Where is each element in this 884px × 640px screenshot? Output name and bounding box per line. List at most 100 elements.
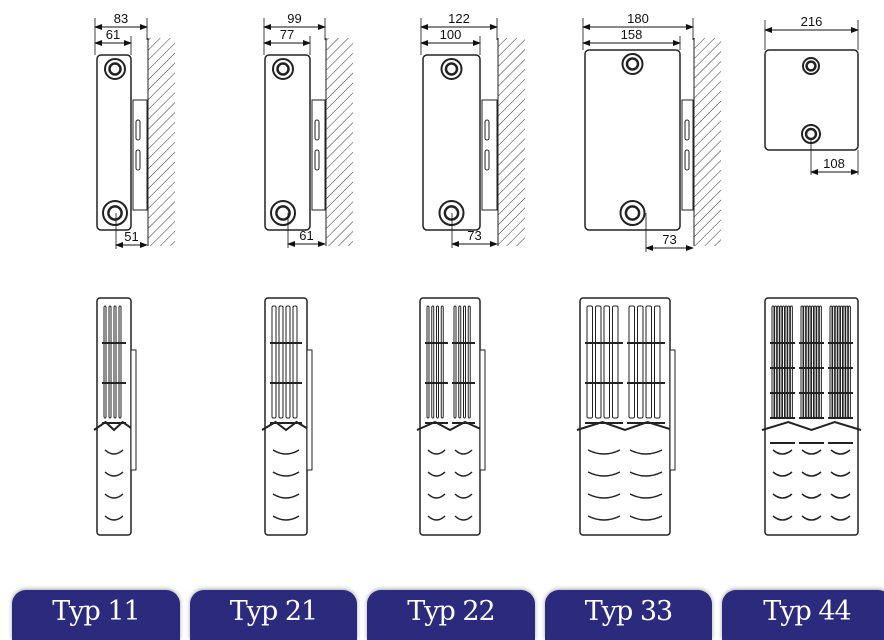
typ-33-section-convector	[587, 471, 621, 477]
typ-33-section-convector	[629, 449, 663, 455]
typ-22-section-fin	[463, 305, 466, 419]
typ-22-wall-hatch	[498, 38, 525, 246]
typ-22-width-body-label: 100	[440, 27, 462, 42]
typ-33-bracket-slot	[684, 149, 690, 171]
typ-22-section-convector	[427, 449, 446, 455]
typ-11-section-fin	[103, 305, 107, 419]
typ-11-connection-offset-label: 51	[124, 229, 138, 244]
typ-44-section-convector	[801, 449, 822, 455]
typ-44-section-convector	[830, 493, 851, 499]
typ-21-connection-offset-label: 61	[299, 228, 313, 243]
typ-22-section-fin	[426, 305, 430, 419]
typ-11-section-fin	[108, 305, 112, 419]
typ-22-bottom-connection-inner	[443, 205, 460, 221]
typ-11-section-bracket	[130, 349, 137, 471]
typ-33-bracket-slot	[684, 119, 690, 141]
typ-22-bracket-slot	[484, 119, 490, 141]
typ-21-section-convector	[272, 471, 300, 477]
typ-22-section-fin	[467, 305, 471, 419]
typ-33-section-fin	[586, 305, 593, 419]
typ-21-width-body-label: 77	[280, 27, 294, 42]
typ-21-section-convector	[272, 493, 300, 499]
typ-21-section-fin	[285, 305, 291, 419]
typ-11-bottom-connection	[102, 200, 128, 226]
typ-21-top-connection	[272, 58, 294, 80]
typ-11-width-total-label: 83	[114, 11, 128, 26]
typ-22-section-fin	[458, 305, 462, 419]
typ-21-bottom-connection-inner	[275, 205, 291, 221]
typ-11-section-convector	[104, 515, 124, 521]
typ-11-section-convector	[104, 449, 124, 455]
typ-44-section-convector	[772, 515, 793, 521]
typ-44-section-convector	[801, 515, 822, 521]
typ-11-wall-hatch	[148, 38, 175, 246]
typ-11-section-fin	[113, 305, 117, 419]
typ-33-section-fin	[595, 305, 602, 419]
typ-11-section-convector	[104, 471, 124, 477]
typ-44-top-connection	[802, 57, 820, 75]
typ-33-section-bracket	[669, 349, 676, 471]
typ-44-section-convector	[772, 449, 793, 455]
typ-22-bracket-slot	[484, 149, 490, 171]
typ-11-bracket-slot	[135, 119, 141, 141]
typ-22-section-convector	[454, 449, 473, 455]
typ-44-section-convector	[772, 471, 793, 477]
typ-11-top-connection	[104, 58, 126, 80]
typ-33-section-fin	[654, 305, 661, 419]
typ-44-section-break-line	[761, 420, 862, 432]
typ-44-top-connection-inner	[805, 60, 817, 72]
tab-typ-33[interactable]: Typ 33	[545, 590, 712, 640]
typ-44-section-convector	[801, 471, 822, 477]
typ-33-section-fin	[628, 305, 635, 419]
typ-22-section-convector	[427, 471, 446, 477]
typ-44-section-convector	[830, 449, 851, 455]
typ-11-section-fin	[118, 305, 122, 419]
typ-21-section-bracket	[306, 349, 313, 471]
typ-33-bracket	[681, 99, 694, 211]
typ-21-section-convector	[272, 449, 300, 455]
typ-22-top-connection-inner	[444, 62, 459, 76]
typ-33-section-fin	[645, 305, 652, 419]
typ-33-section-convector	[629, 471, 663, 477]
typ-33-bottom-connection-inner	[624, 205, 641, 221]
typ-11-width-body-label: 61	[106, 27, 120, 42]
tab-typ-44[interactable]: Typ 44	[722, 590, 884, 640]
typ-33-top-connection-inner	[625, 57, 640, 71]
typ-22-section-convector	[427, 493, 446, 499]
typ-44-section-convector	[801, 493, 822, 499]
typ-22-section-fin	[440, 305, 444, 419]
typ-44-bottom-connection-inner	[804, 127, 818, 141]
typ-21-radiator-body	[264, 54, 311, 231]
typ-21-wall-hatch	[326, 38, 353, 246]
typ-21-section-break-line	[261, 420, 311, 432]
typ-33-radiator-body	[584, 49, 681, 231]
typ-22-top-connection	[440, 58, 463, 80]
typ-33-section-break-line	[576, 420, 674, 432]
typ-44-section-convector	[830, 515, 851, 521]
typ-22-section-break-line	[416, 420, 484, 432]
typ-21-section-fin	[292, 305, 298, 419]
tab-typ-11[interactable]: Typ 11	[12, 590, 180, 640]
typ-33-width-body-label: 158	[621, 27, 643, 42]
typ-33-top-connection	[621, 53, 644, 75]
typ-21-section-fin	[278, 305, 284, 419]
typ-21-top-connection-inner	[276, 62, 290, 76]
typ-33-section-convector	[629, 493, 663, 499]
typ-21-section-convector	[272, 515, 300, 521]
typ-11-radiator-body	[96, 54, 132, 231]
typ-33-section-convector	[629, 515, 663, 521]
typ-44-radiator-body	[764, 49, 859, 151]
typ-33-wall-hatch	[694, 38, 721, 246]
typ-44-width-total-label: 216	[801, 14, 823, 29]
typ-22-section-convector	[454, 493, 473, 499]
typ-11-bracket-slot	[135, 149, 141, 171]
typ-33-section-convector	[587, 449, 621, 455]
tab-typ-22[interactable]: Typ 22	[367, 590, 535, 640]
typ-33-bottom-connection	[619, 200, 646, 226]
typ-44-section-convector	[772, 493, 793, 499]
typ-22-section-convector	[454, 471, 473, 477]
typ-33-section-convector	[587, 515, 621, 521]
tab-typ-21[interactable]: Typ 21	[190, 590, 357, 640]
typ-21-width-total-label: 99	[287, 11, 301, 26]
